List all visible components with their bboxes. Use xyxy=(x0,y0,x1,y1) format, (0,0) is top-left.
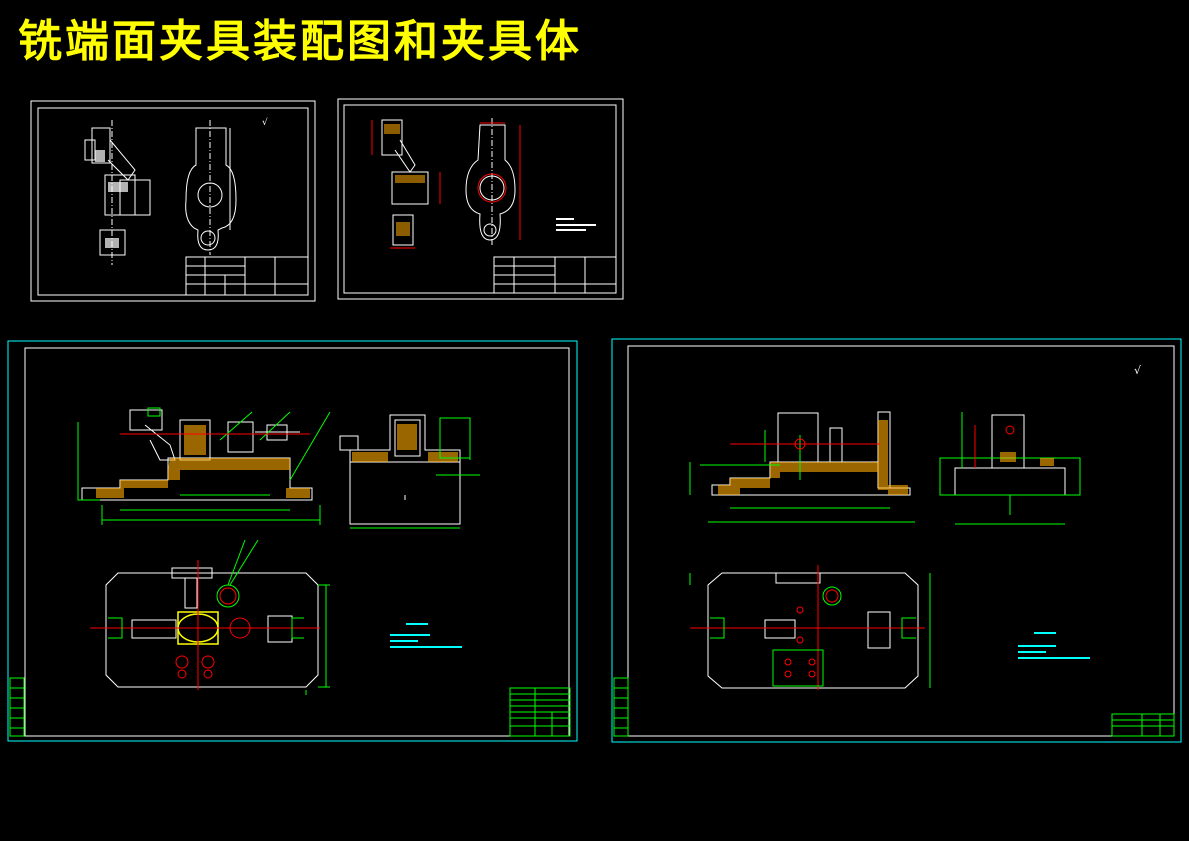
sheet3-technical-notes xyxy=(390,623,462,648)
sheet3-title-block xyxy=(509,687,571,737)
sheet3-front-view xyxy=(81,409,313,501)
sheet3-inner-frame xyxy=(24,347,570,737)
sheet1-front-view xyxy=(185,120,237,255)
sheet4-title-block xyxy=(1111,713,1175,737)
sheet1-outer-frame xyxy=(30,100,316,302)
sheet3-side-strip xyxy=(9,677,25,737)
sheet2-title-block xyxy=(493,256,617,294)
sheet1-inner-frame xyxy=(37,107,309,296)
sheet4-roughness-symbol: √ xyxy=(1134,364,1142,377)
sheet1-roughness-symbol: √ xyxy=(262,117,268,128)
sheet4-technical-notes xyxy=(1018,632,1090,659)
sheet4-side-strip xyxy=(613,677,629,737)
sheet4-inner-frame xyxy=(627,345,1175,737)
sheet4-side-view xyxy=(954,414,1066,496)
sheet1-side-view xyxy=(84,120,151,265)
sheet4-front-view xyxy=(711,411,911,496)
sheet2-side-view xyxy=(381,119,429,246)
page-title: 铣端面夹具装配图和夹具体 xyxy=(18,16,582,67)
sheet2-outer-frame xyxy=(337,98,624,300)
sheet3-front-hatch xyxy=(120,458,290,488)
sheet3-outer-frame xyxy=(7,340,578,742)
sheet4-front-hatch xyxy=(730,462,878,488)
sheet3-top-view xyxy=(105,567,319,688)
sheet2-inner-frame xyxy=(343,104,617,294)
sheet1-title-block xyxy=(185,256,309,296)
sheet2-technical-notes xyxy=(556,218,596,231)
sheet3-side-view xyxy=(339,414,461,525)
sheet2-front-view xyxy=(465,118,516,245)
sheet4-outer-frame xyxy=(611,338,1182,743)
sheet4-top-view xyxy=(707,572,919,689)
